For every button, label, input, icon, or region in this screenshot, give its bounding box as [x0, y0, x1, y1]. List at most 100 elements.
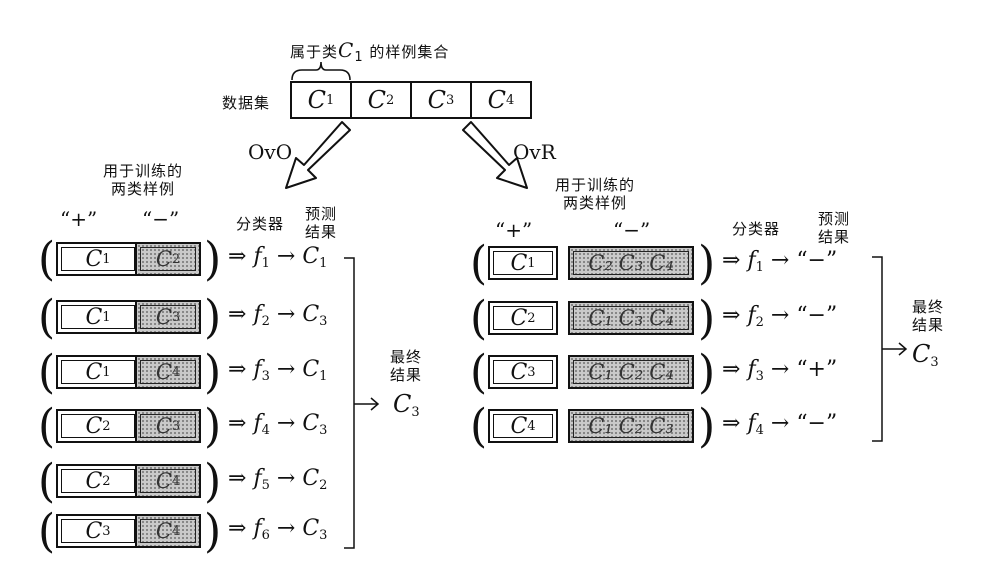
ovo-expression: ⇒ f2 → C3 [228, 302, 327, 329]
ovo-neg-sub: 4 [171, 364, 181, 380]
left-paren: ( [470, 291, 488, 346]
ovr-neg-class: C₄ [649, 360, 674, 384]
ovr-classifier: f [747, 357, 756, 382]
left-paren: ( [38, 454, 56, 509]
ovo-expression: ⇒ f5 → C2 [228, 466, 327, 493]
implies-symbol: ⇒ [228, 466, 247, 491]
ovo-neg-class: C [155, 305, 172, 329]
ovo-result-class: C [302, 411, 320, 436]
ovo-classifier: f [253, 411, 262, 436]
arrow-symbol: → [770, 248, 790, 273]
subset-caption: 属于类C1 的样例集合 [290, 38, 449, 65]
ovr-result: “−” [796, 303, 838, 328]
caption-text: 属于类 [290, 43, 339, 61]
ovo-result-class: C [302, 244, 320, 269]
ovr-neg-class: C₃ [618, 251, 644, 275]
arrow-symbol: → [276, 244, 296, 269]
ovo-final-line1: 最终 [390, 348, 423, 366]
ovo-pos-class: C [85, 359, 103, 385]
ovr-expression: ⇒ f3 → “+” [722, 357, 837, 384]
implies-symbol: ⇒ [228, 516, 247, 541]
left-paren: ( [38, 345, 56, 400]
ovo-classifier-sub: 4 [261, 423, 270, 438]
implies-symbol: ⇒ [722, 411, 741, 436]
ovo-result-class: C [302, 357, 320, 382]
ovr-classifier-sub: 4 [755, 423, 764, 438]
ovo-pos-class: C [85, 468, 103, 494]
ovo-hollow-arrow [285, 121, 351, 189]
ovo-title: OvO [248, 140, 293, 164]
ovr-result: “+” [796, 357, 838, 382]
ovo-pos-sub: 1 [102, 364, 111, 380]
ovr-title: OvR [513, 140, 556, 164]
ovo-pred-header: 预测 结果 [305, 205, 337, 241]
right-paren: ) [204, 290, 222, 345]
ovo-train-label: 用于训练的 两类样例 [88, 162, 198, 198]
ovr-pos-class: C [510, 250, 528, 276]
left-paren: ( [470, 345, 488, 400]
arrow-symbol: → [276, 466, 296, 491]
left-paren: ( [470, 399, 488, 454]
ovr-classifier: f [747, 303, 756, 328]
implies-symbol: ⇒ [722, 248, 741, 273]
ovo-classifier-sub: 2 [261, 314, 270, 329]
ovo-pos-sub: 3 [102, 523, 111, 539]
ovr-train-label-line1: 用于训练的 [554, 176, 635, 194]
ovo-neg-class: C [155, 519, 172, 543]
ovr-train-label: 用于训练的 两类样例 [540, 176, 650, 212]
ovr-final-result: C3 [912, 340, 939, 370]
ovr-final-label: 最终 结果 [912, 298, 944, 334]
ovo-classifier: f [253, 302, 262, 327]
ovo-expression: ⇒ f4 → C3 [228, 411, 327, 438]
ovo-neg-sub: 2 [171, 251, 181, 267]
implies-symbol: ⇒ [722, 303, 741, 328]
ovo-classifier-sub: 6 [261, 528, 270, 543]
implies-symbol: ⇒ [228, 357, 247, 382]
implies-symbol: ⇒ [722, 357, 741, 382]
ovr-neg-class: C₃ [649, 414, 674, 438]
ovr-classifier-sub: 2 [755, 315, 764, 330]
ovr-pred-header: 预测 结果 [818, 210, 850, 246]
ovo-neg-sub: 4 [171, 523, 181, 539]
ovo-result-sub: 3 [319, 528, 328, 543]
left-paren: ( [38, 504, 56, 559]
ovo-neg-class: C [155, 247, 172, 271]
right-paren: ) [698, 399, 716, 454]
ovo-pos-class: C [85, 413, 103, 439]
caption-class: C [338, 38, 355, 62]
ovo-train-label-line2: 两类样例 [110, 180, 175, 198]
ovo-pos-class: C [85, 246, 103, 272]
ovr-neg-class: C₁ [588, 306, 613, 330]
ovr-bracket [872, 256, 908, 442]
left-paren: ( [38, 290, 56, 345]
right-paren: ) [204, 454, 222, 509]
ovr-neg-class: C₁ [588, 360, 613, 384]
ovo-clf-header: 分类器 [236, 215, 285, 233]
ovr-neg-class: C₁ [588, 414, 613, 438]
right-paren: ) [698, 236, 716, 291]
ovo-pos-sub: 1 [102, 251, 111, 267]
